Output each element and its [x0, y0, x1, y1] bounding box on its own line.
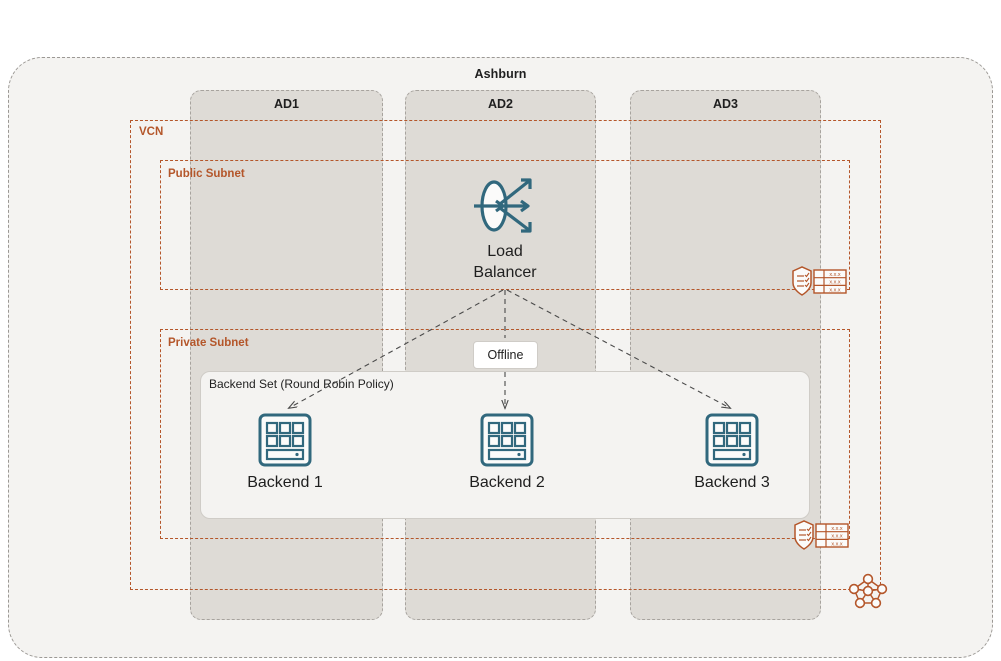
- svg-text:x.x.x: x.x.x: [831, 541, 843, 547]
- backend-node-2[interactable]: Backend 2: [447, 412, 567, 493]
- backend-label-2: Backend 2: [469, 474, 545, 491]
- svg-text:x.x.x: x.x.x: [831, 526, 843, 532]
- svg-text:x.x.x: x.x.x: [829, 272, 841, 278]
- private-subnet-label: Private Subnet: [168, 337, 249, 349]
- backend-node-3[interactable]: Backend 3: [672, 412, 792, 493]
- public-subnet-container: [160, 160, 850, 290]
- svg-text:x.x.x: x.x.x: [829, 280, 841, 286]
- availability-domain-label-ad1: AD1: [273, 97, 299, 111]
- availability-domain-label-ad3: AD3: [712, 97, 738, 111]
- load-balancer-label: Load Balancer: [473, 243, 537, 281]
- backend-node-1[interactable]: Backend 1: [225, 412, 345, 493]
- backend-label-3: Backend 3: [694, 474, 770, 491]
- load-balancer-node[interactable]: Load Balancer: [430, 175, 580, 283]
- network-mesh-icon: [848, 573, 888, 609]
- vcn-label: VCN: [139, 126, 164, 138]
- region-title: Ashburn: [474, 67, 527, 81]
- security-list-route-table-icon-top: x.x.x x.x.x x.x.x: [792, 266, 847, 296]
- server-icon: [705, 413, 759, 467]
- server-icon: [480, 413, 534, 467]
- backend-label-1: Backend 1: [247, 474, 323, 491]
- svg-text:x.x.x: x.x.x: [831, 534, 843, 540]
- svg-text:x.x.x: x.x.x: [829, 287, 841, 293]
- public-subnet-label: Public Subnet: [168, 168, 245, 180]
- security-list-route-table-icon-bottom: x.x.x x.x.x x.x.x: [794, 520, 849, 550]
- vcn-container: [130, 120, 881, 590]
- status-badge-offline: Offline: [473, 341, 538, 369]
- server-icon: [258, 413, 312, 467]
- availability-domain-label-ad2: AD2: [487, 97, 513, 111]
- backend-set-title: Backend Set (Round Robin Policy): [209, 377, 394, 391]
- load-balancer-icon: [474, 178, 532, 233]
